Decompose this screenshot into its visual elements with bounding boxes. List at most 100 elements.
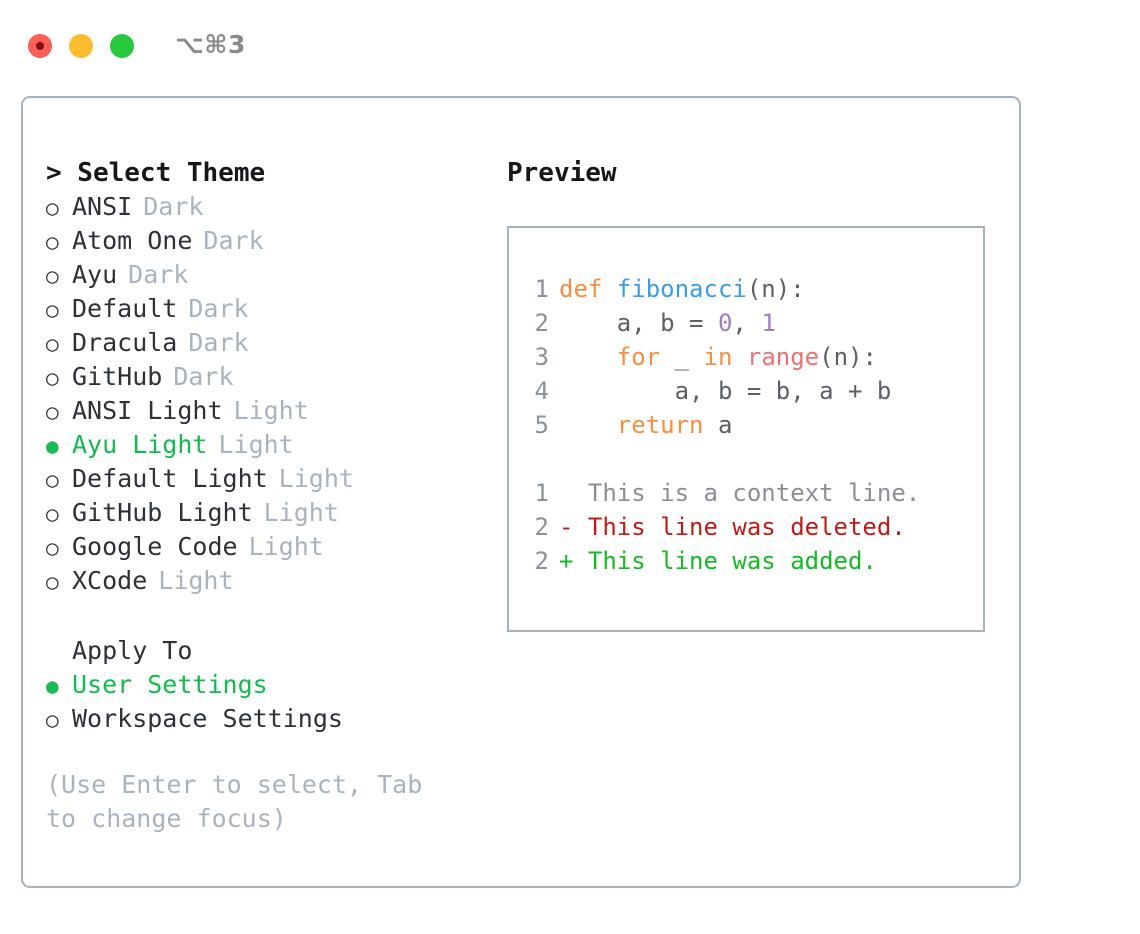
theme-option-label: Google Code: [72, 532, 238, 561]
radio-selected-icon: ●: [46, 434, 59, 458]
radio-unselected-icon: ○: [46, 536, 59, 560]
theme-option-label: Default Light: [72, 464, 268, 493]
apply-to-list[interactable]: ● User Settings ○ Workspace Settings: [46, 668, 496, 736]
help-text: (Use Enter to select, Tab to change focu…: [46, 770, 423, 833]
radio-unselected-icon: ○: [46, 332, 59, 356]
theme-variant-badge: Dark: [203, 226, 264, 255]
code-token-kw: in: [703, 343, 733, 371]
theme-option-label: Ayu: [72, 260, 118, 289]
apply-to-option-workspace-settings[interactable]: ○ Workspace Settings: [46, 702, 496, 736]
theme-variant-badge: Dark: [188, 328, 249, 357]
theme-option-ansi-light[interactable]: ○ ANSI Light Light: [46, 394, 496, 428]
theme-option-ayu[interactable]: ○ Ayu Dark: [46, 258, 496, 292]
apply-to-option-label: User Settings: [72, 670, 268, 699]
code-token-call: range: [746, 343, 820, 371]
diff-line-ctx: 1 This is a context line.: [521, 476, 977, 510]
line-number: 2: [534, 309, 549, 337]
code-line: 1 def fibonacci(n):: [521, 272, 977, 306]
code-token-txt: [559, 411, 617, 439]
theme-variant-badge: Light: [248, 532, 324, 561]
theme-option-label: ANSI: [72, 192, 133, 221]
close-button[interactable]: [28, 34, 52, 58]
line-number: 5: [534, 411, 549, 439]
theme-option-label: GitHub: [72, 362, 163, 391]
theme-option-label: Default: [72, 294, 178, 323]
code-token-txt: (n):: [746, 275, 805, 303]
keyboard-shortcut-label: ⌥⌘3: [175, 30, 246, 59]
theme-variant-badge: Dark: [143, 192, 204, 221]
code-line: 2 a, b = 0, 1: [521, 306, 977, 340]
theme-variant-badge: Dark: [128, 260, 189, 289]
line-number: 2: [534, 547, 549, 575]
zoom-button[interactable]: [110, 34, 134, 58]
diff-line-text: - This line was deleted.: [559, 513, 906, 541]
code-token-kw: def: [559, 275, 617, 303]
minimize-button[interactable]: [69, 34, 93, 58]
theme-variant-badge: Dark: [173, 362, 234, 391]
radio-unselected-icon: ○: [46, 708, 59, 732]
radio-unselected-icon: ○: [46, 502, 59, 526]
code-token-num: 1: [761, 309, 776, 337]
window-controls: [28, 34, 134, 58]
diff-line-add: 2 + This line was added.: [521, 544, 977, 578]
theme-option-atom-one[interactable]: ○ Atom One Dark: [46, 224, 496, 258]
apply-to-option-label: Workspace Settings: [72, 704, 343, 733]
code-diff-separator: [521, 442, 977, 476]
code-token-fn: fibonacci: [616, 275, 747, 303]
theme-option-github[interactable]: ○ GitHub Dark: [46, 360, 496, 394]
theme-option-label: Atom One: [72, 226, 193, 255]
apply-to-option-user-settings[interactable]: ● User Settings: [46, 668, 496, 702]
apply-to-heading: Apply To: [72, 636, 193, 665]
code-token-txt: a, b = b, a + b: [559, 377, 892, 405]
line-number: 1: [534, 275, 549, 303]
diff-line-del: 2 - This line was deleted.: [521, 510, 977, 544]
line-number: 4: [534, 377, 549, 405]
theme-variant-badge: Light: [233, 396, 309, 425]
line-number: 1: [534, 479, 549, 507]
theme-option-dracula[interactable]: ○ Dracula Dark: [46, 326, 496, 360]
theme-option-label: Ayu Light: [72, 430, 208, 459]
theme-option-ayu-light[interactable]: ● Ayu Light Light: [46, 428, 496, 462]
line-number: 2: [534, 513, 549, 541]
code-line: 5 return a: [521, 408, 977, 442]
theme-option-ansi[interactable]: ○ ANSI Dark: [46, 190, 496, 224]
theme-variant-badge: Light: [158, 566, 234, 595]
theme-variant-badge: Light: [263, 498, 339, 527]
diff-line-text: This is a context line.: [559, 479, 921, 507]
theme-option-label: Dracula: [72, 328, 178, 357]
theme-variant-badge: Light: [278, 464, 354, 493]
radio-unselected-icon: ○: [46, 366, 59, 390]
radio-unselected-icon: ○: [46, 196, 59, 220]
code-token-num: 0: [717, 309, 733, 337]
theme-variant-badge: Light: [218, 430, 294, 459]
code-line: 4 a, b = b, a + b: [521, 374, 977, 408]
radio-unselected-icon: ○: [46, 230, 59, 254]
theme-option-google-code[interactable]: ○ Google Code Light: [46, 530, 496, 564]
title-bar: ⌥⌘3: [8, 8, 1132, 80]
code-token-txt: [559, 343, 617, 371]
section-spacer: [46, 598, 496, 634]
theme-option-label: ANSI Light: [72, 396, 223, 425]
radio-unselected-icon: ○: [46, 400, 59, 424]
radio-unselected-icon: ○: [46, 298, 59, 322]
code-token-txt: a: [703, 411, 733, 439]
code-token-txt: a, b =: [559, 309, 718, 337]
radio-unselected-icon: ○: [46, 468, 59, 492]
theme-option-label: XCode: [72, 566, 148, 595]
theme-option-default-light[interactable]: ○ Default Light Light: [46, 462, 496, 496]
code-token-txt: [732, 343, 746, 371]
code-token-kw: return: [616, 411, 704, 439]
radio-unselected-icon: ○: [46, 264, 59, 288]
diff-line-text: + This line was added.: [559, 547, 877, 575]
radio-selected-icon: ●: [46, 674, 59, 698]
